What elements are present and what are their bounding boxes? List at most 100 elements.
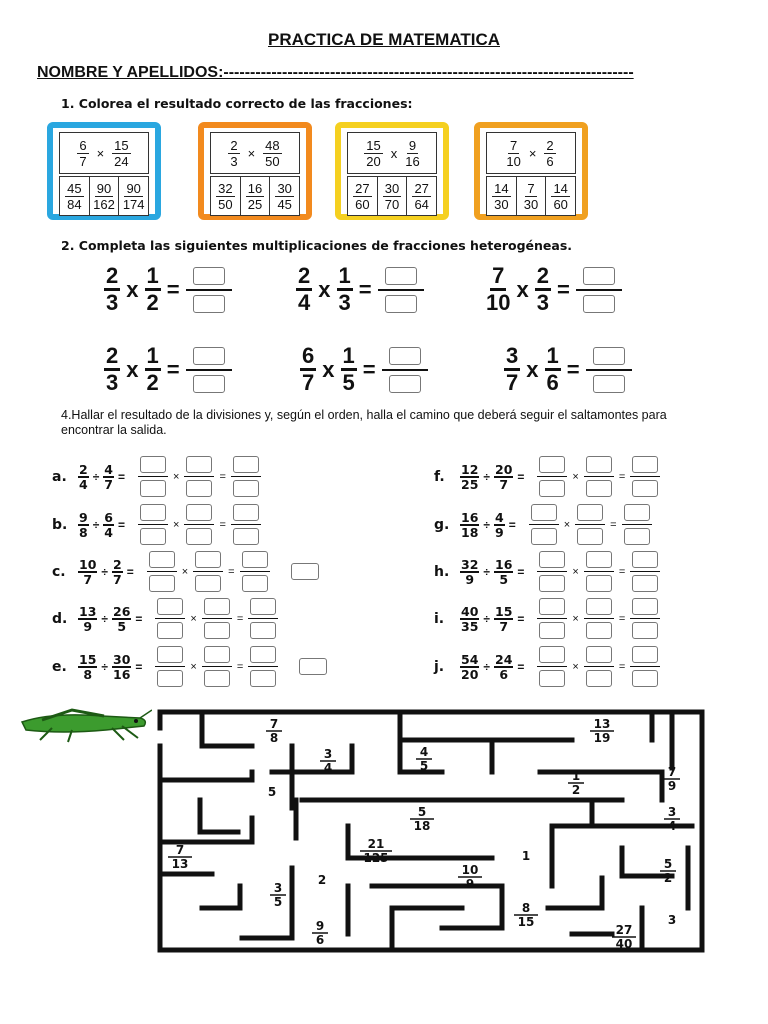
extra-answer-box[interactable]	[290, 563, 319, 580]
numerator-box[interactable]	[232, 456, 259, 473]
numerator-box[interactable]	[192, 266, 225, 285]
denominator-box[interactable]	[203, 622, 230, 639]
name-field-line[interactable]: NOMBRE Y APELLIDOS:---------------------…	[37, 64, 634, 81]
answer-fraction-boxes	[583, 551, 614, 592]
numerator-box[interactable]	[388, 346, 421, 365]
denominator-box[interactable]	[539, 622, 566, 639]
numerator-box[interactable]	[232, 504, 259, 521]
numerator-box[interactable]	[140, 456, 167, 473]
denominator-box[interactable]	[585, 670, 612, 687]
denominator-box[interactable]	[632, 575, 659, 592]
extra-answer-box[interactable]	[299, 658, 328, 675]
numerator-box[interactable]	[539, 456, 566, 473]
denominator-box[interactable]	[148, 575, 175, 592]
numerator-box[interactable]	[585, 646, 612, 663]
equals-sign: =	[618, 565, 626, 578]
numerator-box[interactable]	[195, 551, 222, 568]
numerator-box[interactable]	[539, 598, 566, 615]
numerator-box[interactable]	[148, 551, 175, 568]
maze-label: 713	[168, 843, 192, 871]
numerator-box[interactable]	[250, 598, 277, 615]
numerator-box[interactable]	[203, 646, 230, 663]
denominator-box[interactable]	[585, 575, 612, 592]
denominator-box[interactable]	[539, 575, 566, 592]
denominator-box[interactable]	[250, 670, 277, 687]
denominator-box[interactable]	[140, 528, 167, 545]
numerator-box[interactable]	[632, 598, 659, 615]
equals-sign: =	[517, 564, 525, 579]
denominator-box[interactable]	[192, 294, 225, 313]
denominator-box[interactable]	[186, 480, 213, 497]
denominator-box[interactable]	[186, 528, 213, 545]
denominator-box[interactable]	[388, 374, 421, 393]
denominator-box[interactable]	[632, 622, 659, 639]
fraction-bar	[138, 524, 169, 525]
denominator-box[interactable]	[241, 575, 268, 592]
answer-fraction-boxes	[155, 646, 186, 687]
denominator-box[interactable]	[585, 480, 612, 497]
denominator-box[interactable]	[157, 670, 184, 687]
numerator-box[interactable]	[585, 456, 612, 473]
denominator-box[interactable]	[232, 480, 259, 497]
numerator-box[interactable]	[592, 346, 625, 365]
numerator-box[interactable]	[530, 504, 557, 521]
denominator-box[interactable]	[539, 670, 566, 687]
denominator-box[interactable]	[577, 528, 604, 545]
numerator-box[interactable]	[582, 266, 615, 285]
numerator-box[interactable]	[186, 456, 213, 473]
numerator-box[interactable]	[539, 551, 566, 568]
denominator-box[interactable]	[585, 622, 612, 639]
numerator-box[interactable]	[250, 646, 277, 663]
denominator-box[interactable]	[632, 480, 659, 497]
numerator-box[interactable]	[577, 504, 604, 521]
denominator-box[interactable]	[250, 622, 277, 639]
numerator-box[interactable]	[632, 551, 659, 568]
numerator-box[interactable]	[632, 456, 659, 473]
numerator-box[interactable]	[241, 551, 268, 568]
denominator-box[interactable]	[632, 670, 659, 687]
denominator-box[interactable]	[592, 374, 625, 393]
denominator-box[interactable]	[157, 622, 184, 639]
numerator-box[interactable]	[585, 551, 612, 568]
numerator-box[interactable]	[585, 598, 612, 615]
numerator-box[interactable]	[539, 646, 566, 663]
denominator-box[interactable]	[623, 528, 650, 545]
denominator-box[interactable]	[195, 575, 222, 592]
denominator-box[interactable]	[530, 528, 557, 545]
numerator-box[interactable]	[157, 646, 184, 663]
numerator-box[interactable]	[203, 598, 230, 615]
denominator-box[interactable]	[192, 374, 225, 393]
numerator-box[interactable]	[140, 504, 167, 521]
numerator-box[interactable]	[384, 266, 417, 285]
denominator-box[interactable]	[582, 294, 615, 313]
numerator-box[interactable]	[623, 504, 650, 521]
denominator-box[interactable]	[539, 480, 566, 497]
answer-fraction-boxes	[583, 598, 614, 639]
section-1-heading: 1. Colorea el resultado correcto de las …	[61, 96, 413, 111]
denominator-box[interactable]	[384, 294, 417, 313]
denominator-box[interactable]	[140, 480, 167, 497]
numerator-box[interactable]	[632, 646, 659, 663]
numerator-box[interactable]	[157, 598, 184, 615]
numerator-box[interactable]	[186, 504, 213, 521]
denominator-box[interactable]	[203, 670, 230, 687]
numerator-box[interactable]	[192, 346, 225, 365]
denominator-box[interactable]	[232, 528, 259, 545]
